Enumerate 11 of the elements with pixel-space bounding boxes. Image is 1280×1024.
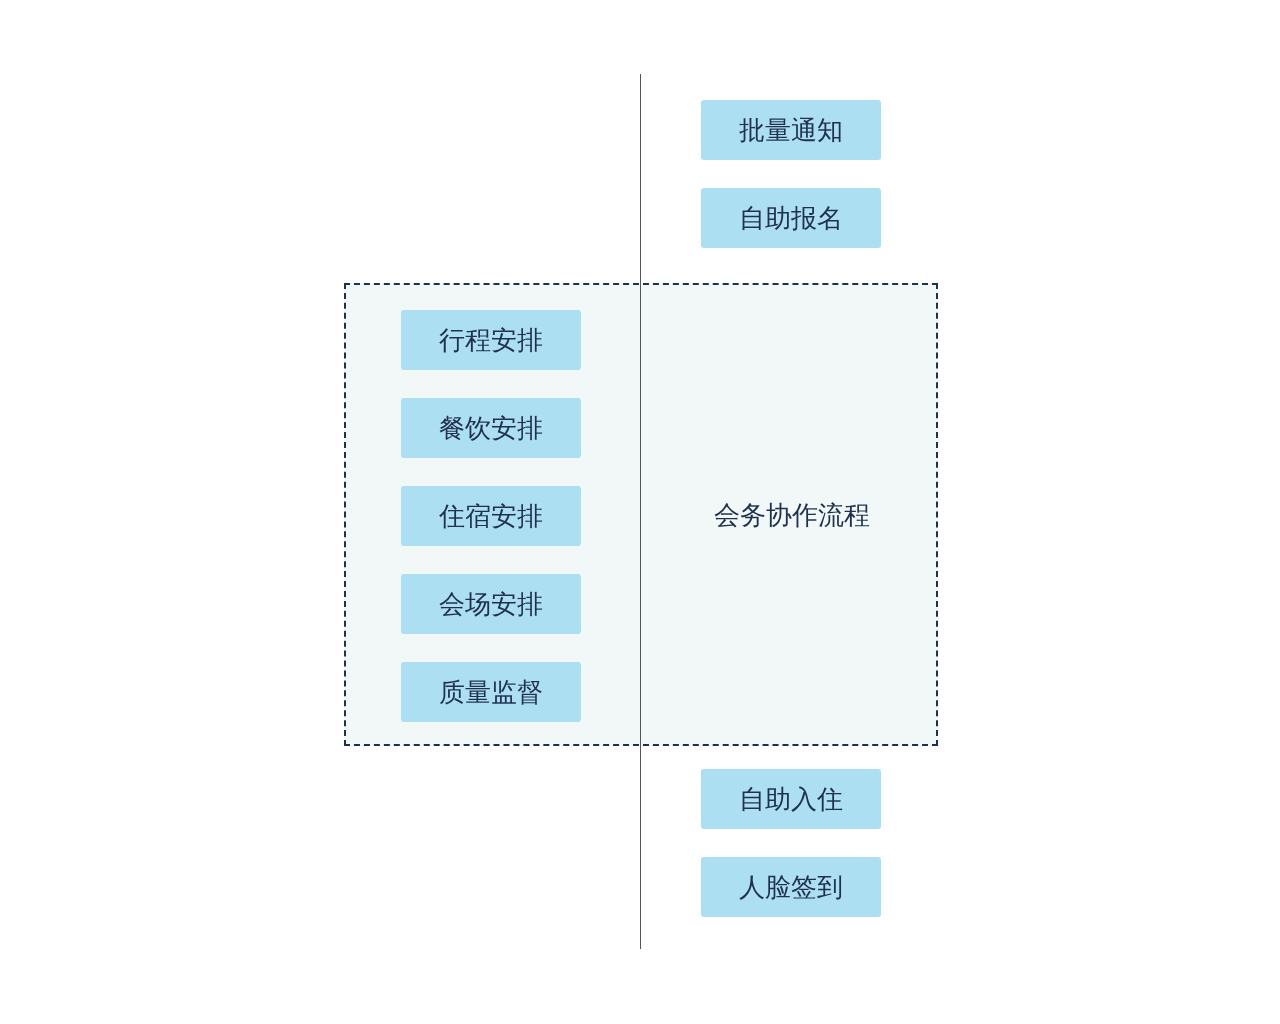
dashed-group-area bbox=[344, 283, 938, 746]
process-box: 行程安排 bbox=[401, 310, 581, 370]
process-box: 质量监督 bbox=[401, 662, 581, 722]
group-label: 会务协作流程 bbox=[713, 499, 871, 531]
process-box: 人脸签到 bbox=[701, 857, 881, 917]
process-box: 自助入住 bbox=[701, 769, 881, 829]
process-box: 餐饮安排 bbox=[401, 398, 581, 458]
process-box: 住宿安排 bbox=[401, 486, 581, 546]
process-box: 批量通知 bbox=[701, 100, 881, 160]
process-box: 会场安排 bbox=[401, 574, 581, 634]
process-box: 自助报名 bbox=[701, 188, 881, 248]
